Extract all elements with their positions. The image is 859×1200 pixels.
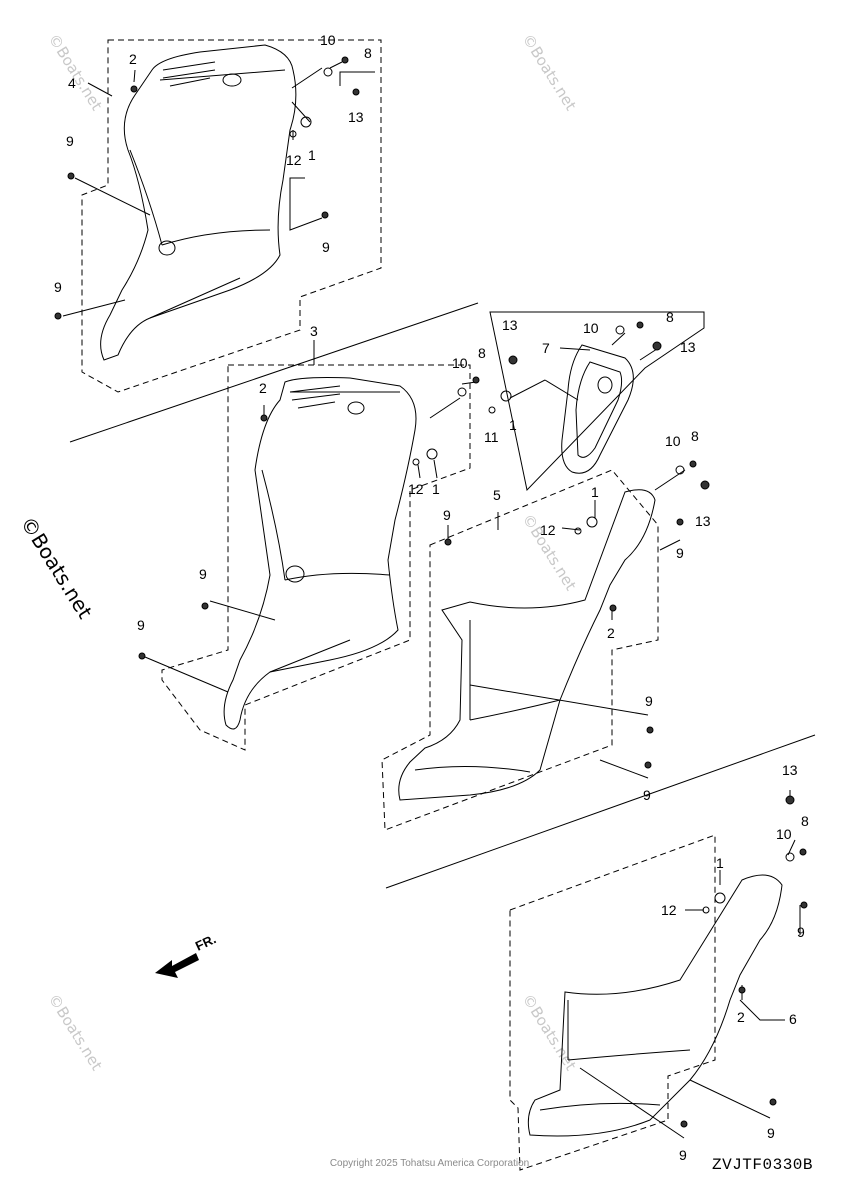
callout-13: 13 xyxy=(502,317,518,333)
callout-12: 12 xyxy=(408,481,424,497)
callout-2: 2 xyxy=(737,1009,745,1025)
callout-13: 13 xyxy=(695,513,711,529)
watermarks: ©Boats.net ©Boats.net ©Boats.net ©Boats.… xyxy=(45,31,580,1074)
callout-9: 9 xyxy=(137,617,145,633)
separator-line xyxy=(69,302,479,443)
front-indicator: FR. xyxy=(155,931,218,978)
watermark: ©Boats.net xyxy=(45,31,106,114)
part-3-grommet xyxy=(285,565,305,583)
callout-10: 10 xyxy=(776,826,792,842)
callout-6: 6 xyxy=(789,1011,797,1027)
callout-9: 9 xyxy=(679,1147,687,1163)
callout-3: 3 xyxy=(310,323,318,339)
callout-9: 9 xyxy=(645,693,653,709)
callout-8: 8 xyxy=(666,309,674,325)
dashed-box xyxy=(509,834,716,1171)
part-4-inner xyxy=(129,69,286,319)
callout-2: 2 xyxy=(129,51,137,67)
part-4-grommet xyxy=(158,240,176,256)
callout-10: 10 xyxy=(452,355,468,371)
callout-9: 9 xyxy=(797,924,805,940)
front-label: FR. xyxy=(193,931,218,953)
callout-13: 13 xyxy=(348,109,364,125)
callout-2: 2 xyxy=(607,625,615,641)
part-5-inner xyxy=(414,620,561,773)
part-7-hole xyxy=(597,376,613,394)
part-7-group xyxy=(489,311,705,492)
callouts: 4 2 10 8 13 1 12 9 9 9 3 2 10 8 12 1 9 9… xyxy=(54,32,809,1163)
callout-12: 12 xyxy=(540,522,556,538)
callout-8: 8 xyxy=(478,345,486,361)
callout-10: 10 xyxy=(665,433,681,449)
callout-5: 5 xyxy=(493,487,501,503)
callout-9: 9 xyxy=(643,787,651,803)
callout-8: 8 xyxy=(801,813,809,829)
part-7-inner xyxy=(575,361,623,458)
callout-2: 2 xyxy=(259,380,267,396)
callout-1: 1 xyxy=(716,855,724,871)
fasteners xyxy=(54,56,808,1128)
part-6-inner xyxy=(539,1000,691,1111)
part-4-hole xyxy=(222,73,242,87)
part-6-cover xyxy=(527,874,783,1137)
callout-9: 9 xyxy=(767,1125,775,1141)
part-5-cover xyxy=(398,489,656,801)
watermark: ©Boats.net xyxy=(519,31,580,114)
dashed-box xyxy=(161,364,471,751)
callout-1: 1 xyxy=(591,484,599,500)
part-4-group xyxy=(62,39,382,393)
callout-4: 4 xyxy=(68,75,76,91)
part-7-bracket xyxy=(561,344,634,474)
part-3-vent xyxy=(289,385,341,409)
callout-9: 9 xyxy=(322,239,330,255)
callout-9: 9 xyxy=(199,566,207,582)
part-3-hole xyxy=(347,401,365,415)
dashed-box xyxy=(81,39,382,393)
dashed-box xyxy=(489,311,705,492)
callout-13: 13 xyxy=(680,339,696,355)
callout-10: 10 xyxy=(320,32,336,48)
copyright-text: Copyright 2025 Tohatsu America Corporati… xyxy=(329,1158,530,1169)
watermark: ©Boats.net xyxy=(45,991,106,1074)
callout-9: 9 xyxy=(676,545,684,561)
part-4-vent xyxy=(162,61,216,87)
callout-9: 9 xyxy=(66,133,74,149)
callout-13: 13 xyxy=(782,762,798,778)
callout-8: 8 xyxy=(691,428,699,444)
part-4-cover xyxy=(100,44,297,361)
callout-1: 1 xyxy=(509,417,517,433)
callout-12: 12 xyxy=(661,902,677,918)
callout-8: 8 xyxy=(364,45,372,61)
part-3-cover xyxy=(223,377,417,730)
callout-9: 9 xyxy=(443,507,451,523)
callout-9: 9 xyxy=(54,279,62,295)
separator-line xyxy=(385,734,816,889)
diagram-code: ZVJTF0330B xyxy=(711,1156,813,1174)
callout-1: 1 xyxy=(432,481,440,497)
watermark: ©Boats.net xyxy=(519,991,580,1074)
part-3-inner xyxy=(261,391,400,673)
part-6-group xyxy=(509,790,801,1171)
dashed-box xyxy=(381,469,659,831)
callout-11: 11 xyxy=(484,429,499,445)
callout-1: 1 xyxy=(308,147,316,163)
front-arrow-icon xyxy=(155,953,199,978)
callout-7: 7 xyxy=(542,340,550,356)
callout-10: 10 xyxy=(583,320,599,336)
callout-12: 12 xyxy=(286,152,302,168)
part-3-group xyxy=(144,340,477,751)
